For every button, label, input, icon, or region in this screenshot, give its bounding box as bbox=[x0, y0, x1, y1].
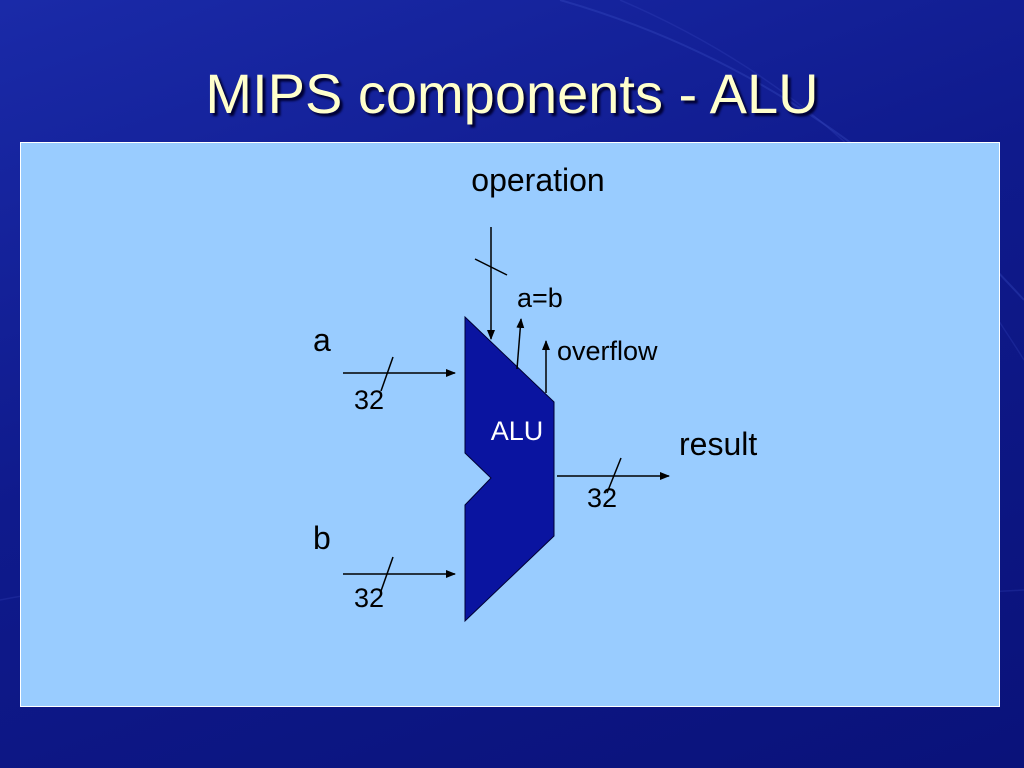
input-a-label: a bbox=[313, 322, 331, 358]
alu-block bbox=[464, 315, 555, 623]
alu-label: ALU bbox=[491, 416, 544, 446]
diagram-panel: ALU operation a=b overflow a 32 b 32 res… bbox=[20, 142, 1000, 707]
input-b-width: 32 bbox=[354, 583, 384, 613]
result-label: result bbox=[679, 426, 757, 462]
operation-label: operation bbox=[471, 162, 604, 198]
input-a-width: 32 bbox=[354, 385, 384, 415]
input-b-bus-slash bbox=[380, 556, 394, 592]
equal-flag-arrow bbox=[516, 318, 525, 370]
slide-title: MIPS components - ALU bbox=[205, 62, 819, 125]
result-width: 32 bbox=[587, 483, 617, 513]
overflow-label: overflow bbox=[557, 336, 658, 366]
input-b-label: b bbox=[313, 520, 331, 556]
equal-flag-label: a=b bbox=[517, 283, 563, 313]
result-bus-slash bbox=[606, 457, 622, 494]
input-a-bus-slash bbox=[380, 356, 394, 392]
operation-bus-slash bbox=[474, 258, 508, 276]
alu-diagram: ALU operation a=b overflow a 32 b 32 res… bbox=[313, 162, 757, 623]
